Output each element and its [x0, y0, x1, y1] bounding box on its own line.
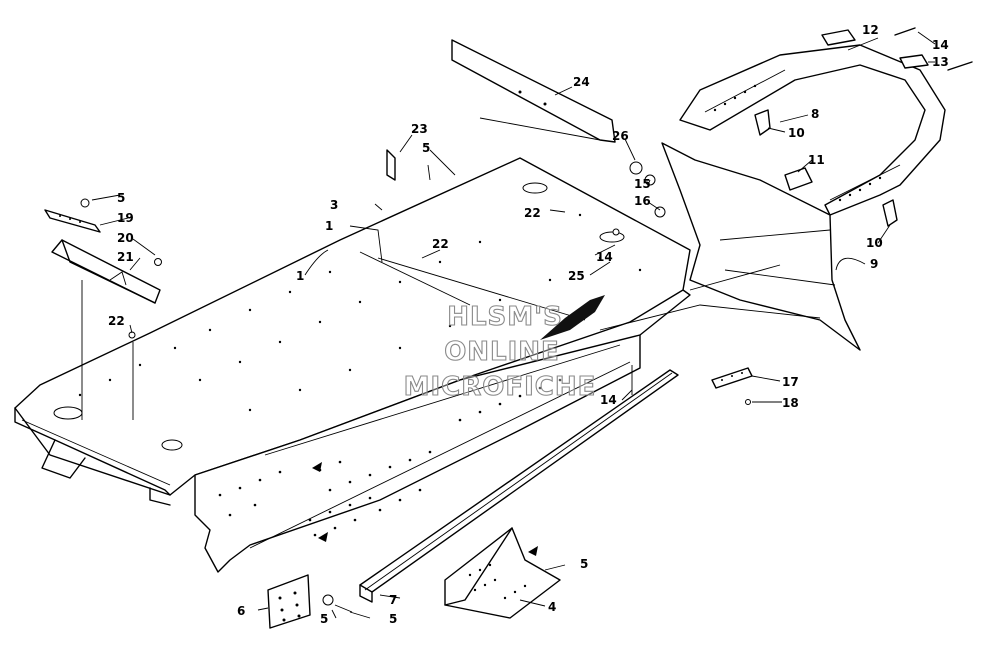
part-24-plate — [451, 39, 616, 143]
callout-6: 6 — [237, 604, 245, 618]
part-17-clip — [711, 367, 753, 405]
part-23-bracket — [386, 149, 396, 181]
callout-23: 23 — [411, 122, 428, 136]
callout-1: 1 — [296, 269, 304, 283]
leader-lines — [91, 31, 936, 619]
part-21-bracket — [51, 239, 161, 304]
watermark: HLSM'S ONLINE MICROFICHE — [403, 301, 597, 402]
callout-21: 21 — [117, 250, 134, 264]
watermark-line-3: MICROFICHE — [404, 372, 597, 402]
top-right-bolts — [894, 27, 973, 71]
callout-14-lower: 14 — [600, 393, 617, 407]
callout-5-bottom-a: 5 — [320, 612, 328, 626]
callout-16: 16 — [634, 194, 651, 208]
callout-26: 26 — [612, 129, 629, 143]
part-12-tag — [821, 29, 856, 46]
callout-15: 15 — [634, 177, 651, 191]
callout-5-left: 5 — [117, 191, 125, 205]
watermark-line-2: ONLINE — [444, 337, 560, 367]
part-4-bracket — [444, 527, 561, 619]
part-10-latch-upper — [754, 109, 771, 136]
callout-25: 25 — [568, 269, 585, 283]
callout-labels: 1 1 3 4 5 5 5 5 5 6 7 8 9 10 10 11 12 13… — [108, 23, 949, 626]
side-rivets — [218, 378, 562, 537]
callout-22-top: 22 — [524, 206, 541, 220]
callout-22-mid: 22 — [432, 237, 449, 251]
callout-3: 3 — [330, 198, 338, 212]
watermark-line-1: HLSM'S — [447, 302, 563, 332]
callout-12: 12 — [862, 23, 879, 37]
part-7-rail — [359, 369, 679, 603]
callout-10-upper: 10 — [788, 126, 805, 140]
callout-24: 24 — [573, 75, 590, 89]
callout-14-top: 14 — [932, 38, 949, 52]
callout-13: 13 — [932, 55, 949, 69]
callout-20: 20 — [117, 231, 134, 245]
callout-19: 19 — [117, 211, 134, 225]
callout-11: 11 — [808, 153, 825, 167]
part-11-clip — [784, 167, 813, 191]
callout-22-left: 22 — [108, 314, 125, 328]
callout-14-mid: 14 — [596, 250, 613, 264]
left-fasteners — [80, 198, 162, 339]
part-9-flap — [661, 142, 861, 351]
callout-10-lower: 10 — [866, 236, 883, 250]
middle-nuts — [612, 161, 666, 236]
callout-5-top: 5 — [422, 141, 430, 155]
deck-rivets — [78, 213, 642, 412]
callout-2: 1 — [325, 219, 333, 233]
callout-4: 4 — [548, 600, 556, 614]
callout-9: 9 — [870, 257, 878, 271]
part-19-strip — [44, 209, 101, 233]
part-6-plate — [267, 574, 353, 629]
part-10-latch-lower — [882, 199, 898, 227]
callout-18: 18 — [782, 396, 799, 410]
callout-8: 8 — [811, 107, 819, 121]
part-13-tag — [899, 54, 929, 69]
callout-7: 7 — [389, 593, 397, 607]
callout-5-bottom-b: 5 — [389, 612, 397, 626]
callout-17: 17 — [782, 375, 799, 389]
callout-5-bottom-right: 5 — [580, 557, 588, 571]
